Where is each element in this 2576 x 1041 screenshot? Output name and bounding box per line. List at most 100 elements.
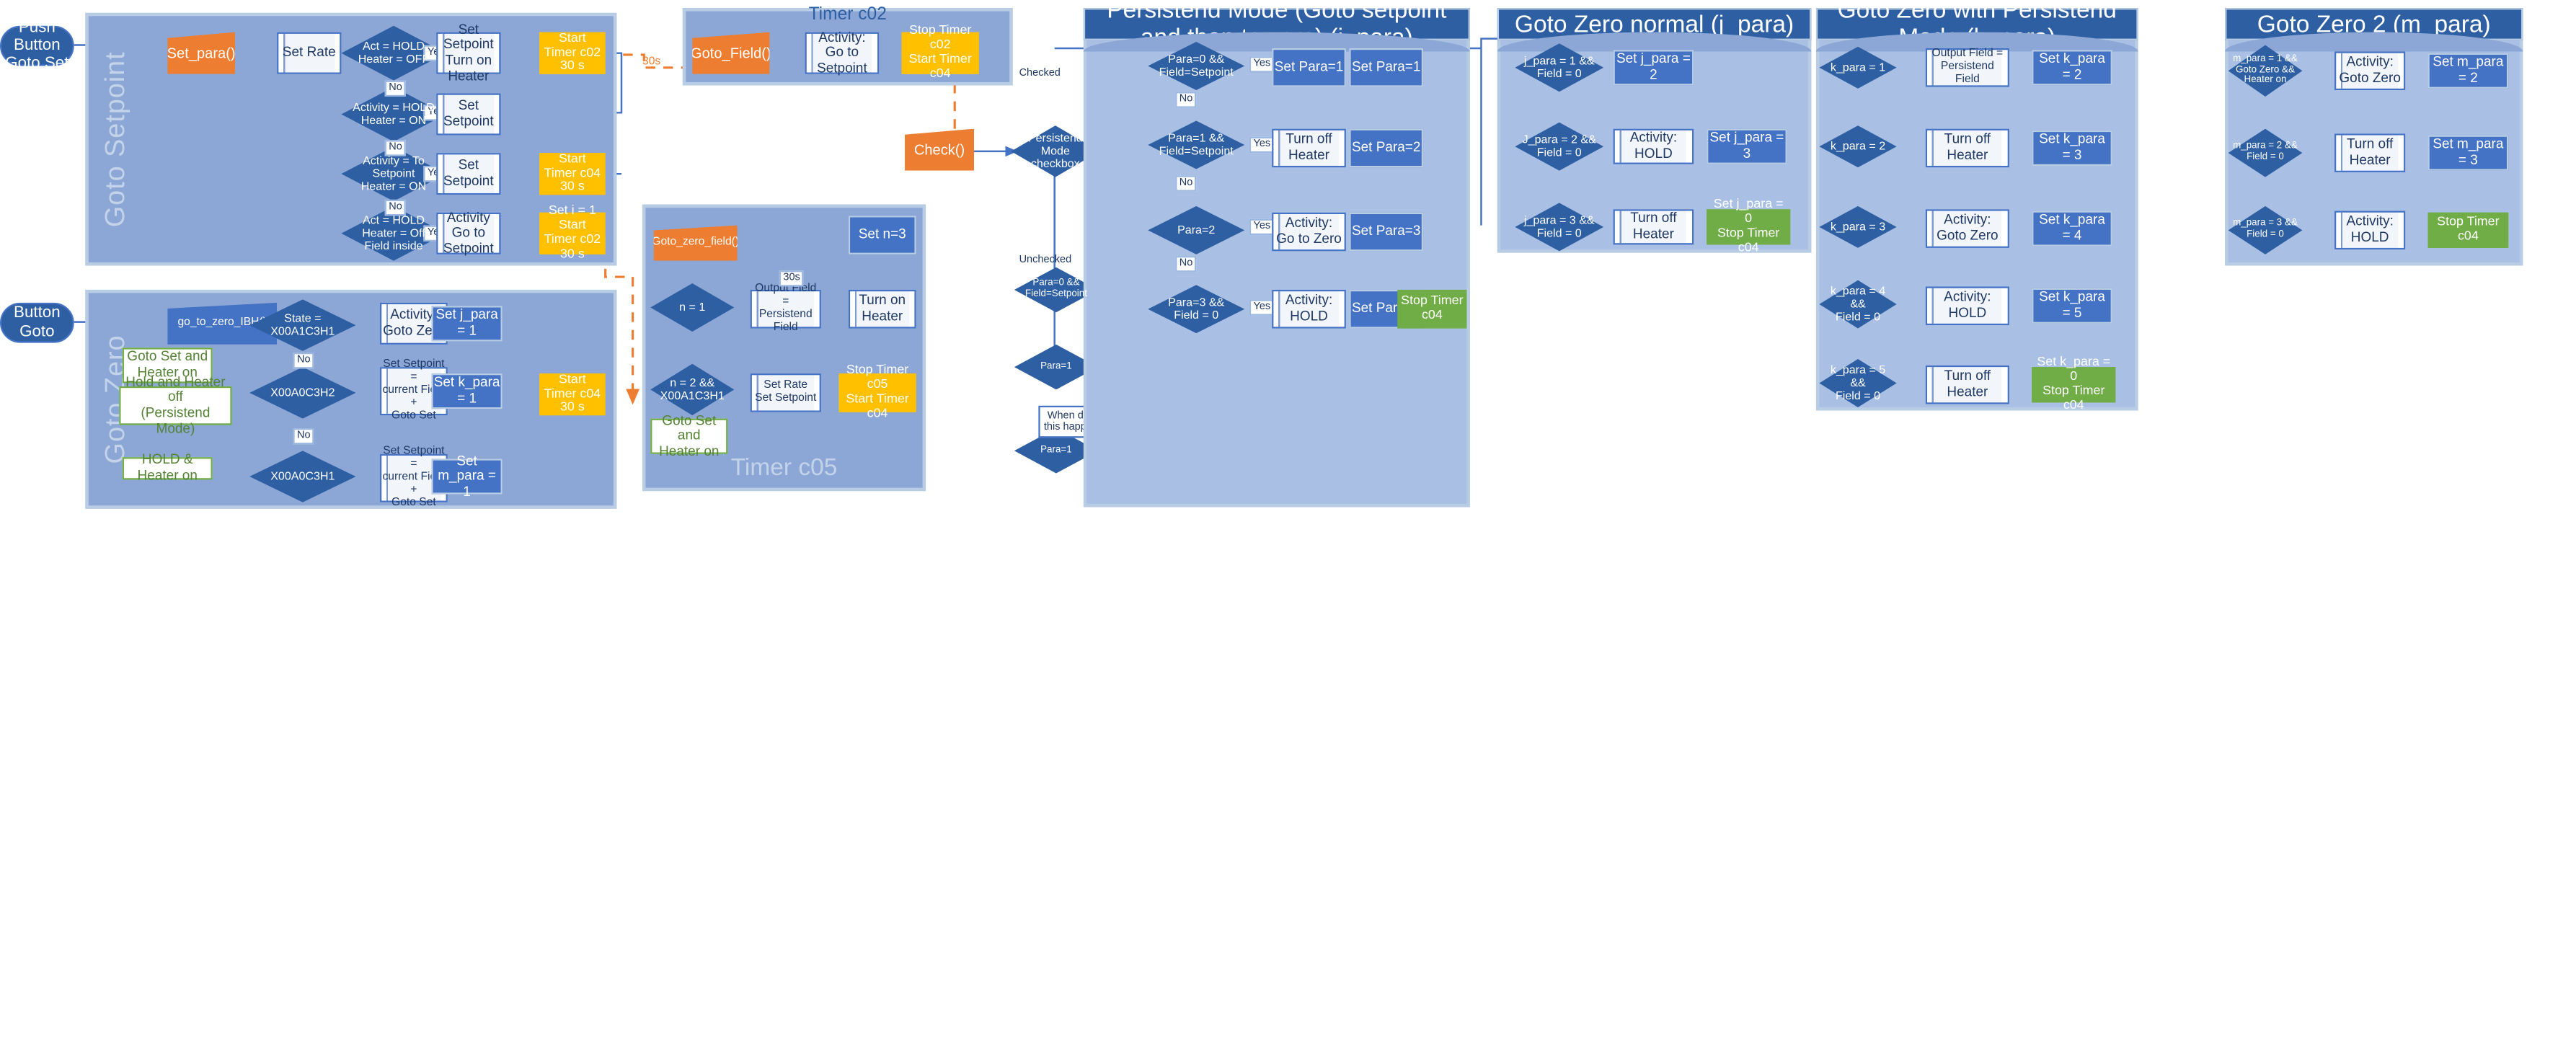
action-set-k-para-3[interactable]: Set k_para = 3 [2032, 130, 2112, 167]
edge-label-no: No [384, 140, 407, 156]
process-set-rate-set-setpoint[interactable]: Set Rate Set Setpoint [750, 373, 821, 412]
process-activity-go-to-setpoint[interactable]: Activity: Go to Setpoint [805, 29, 880, 75]
action-set-para-3[interactable]: Set Para=3 [1349, 212, 1424, 252]
decision-n-equals-1[interactable]: n = 1 [650, 283, 735, 332]
timer-start-timer-c02[interactable]: Start Timer c02 30 s [539, 30, 606, 74]
process-activity-hold[interactable]: Activity: HOLD [1925, 286, 2009, 326]
process-output-field-persistend[interactable]: Output Field = Persistend Field [750, 284, 821, 333]
action-set-k-para-1[interactable]: Set k_para = 1 [431, 373, 503, 409]
pool-timer-c05-title: Timer c05 [730, 453, 838, 482]
decision-j-para-3-field-0[interactable]: j_para = 3 && Field = 0 [1515, 203, 1604, 252]
action-set-j-para-0-stop-timer[interactable]: Set j_para = 0 Stop Timer c04 [1707, 197, 1791, 254]
edge-label-no: No [1175, 256, 1197, 273]
pool-goto-setpoint-title: Goto Setpoint [99, 51, 130, 228]
decision-para-2[interactable]: Para=2 [1148, 205, 1245, 254]
timer-stop-c05-start-c04[interactable]: Stop Timer c05 Start Timer c04 [838, 363, 916, 420]
action-set-m-para-3[interactable]: Set m_para = 3 [2427, 135, 2509, 171]
note-hold-heater-off-persistend: Hold and Heater off (Persistend Mode) [119, 374, 232, 435]
decision-m-para-3-field-0[interactable]: m_para = 3 && Field = 0 [2228, 205, 2303, 254]
decision-para1-field-setpoint[interactable]: Para=1 && Field=Setpoint [1148, 120, 1245, 169]
decision-k-para-1[interactable]: k_para = 1 [1819, 46, 1897, 89]
process-activity-hold[interactable]: Activity: HOLD [1613, 128, 1694, 164]
action-set-j-para-1[interactable]: Set j_para = 1 [431, 306, 503, 342]
timer-start-timer-c04[interactable]: Start Timer c04 30 s [539, 371, 606, 416]
action-set-k-para-2[interactable]: Set k_para = 2 [2032, 50, 2112, 86]
process-turn-on-heater[interactable]: Turn on Heater [848, 289, 916, 329]
process-set-setpoint-turn-on-heater[interactable]: Set Setpoint Turn on Heater [436, 21, 501, 83]
process-set-rate[interactable]: Set Rate [277, 32, 342, 74]
edge-label-unchecked: Unchecked [1019, 254, 1072, 266]
process-turn-off-heater[interactable]: Turn off Heater [2334, 133, 2406, 172]
process-output-field-persistend[interactable]: Output Field = Persistend Field [1925, 48, 2009, 87]
edge-label-checked: Checked [1019, 67, 1061, 79]
decision-m-para-2-field-0[interactable]: m_para = 2 && Field = 0 [2228, 128, 2303, 177]
process-activity-goto-zero[interactable]: Activity: Goto Zero [2334, 51, 2406, 91]
process-activity-goto-zero[interactable]: Activity: Goto Zero [1925, 209, 2009, 248]
process-goto-field-call[interactable]: Goto_Field() [692, 32, 770, 74]
edge-label-no: No [384, 199, 407, 216]
process-turn-off-heater[interactable]: Turn off Heater [1613, 209, 1694, 245]
decision-state-x00a1c3h1[interactable]: State = X00A1C3H1 [249, 299, 356, 351]
edge-label-yes: Yes [1249, 218, 1275, 236]
timer-stop-c02-start-c04[interactable]: Stop Timer c02 Start Timer c04 [901, 23, 979, 80]
action-set-m-para-1[interactable]: Set m_para = 1 [431, 453, 503, 498]
process-set-setpoint[interactable]: Set Setpoint [436, 153, 501, 195]
process-set-setpoint[interactable]: Set Setpoint [436, 93, 501, 136]
edge-label-no: No [1175, 92, 1197, 108]
process-activity-go-to-setpoint[interactable]: Activity Go to Setpoint [436, 209, 501, 255]
decision-act-hold-heater-off[interactable]: Act = HOLD Heater = OFF [341, 25, 446, 81]
edge-label-no: No [1175, 175, 1197, 192]
note-hold-heater-on: HOLD & Heater on [122, 452, 213, 482]
process-goto-zero-field-call[interactable]: Goto_zero_field() [653, 225, 738, 261]
action-stop-timer-c04[interactable]: Stop Timer c04 [2427, 212, 2509, 248]
process-turn-off-heater[interactable]: Turn off Heater [1272, 128, 1346, 168]
decision-x00a0c3h1[interactable]: X00A0C3H1 [249, 451, 356, 502]
pool-timer-c02-title: Timer c02 [808, 4, 887, 25]
action-set-j-para-2[interactable]: Set j_para = 2 [1613, 50, 1694, 86]
decision-k-para-2[interactable]: k_para = 2 [1819, 125, 1897, 168]
action-set-n-3[interactable]: Set n=3 [848, 216, 916, 254]
terminator-push-button-goto-set[interactable]: Push Button Goto Set [0, 19, 74, 73]
timer-start-timer-c04[interactable]: Start Timer c04 30 s [539, 151, 606, 195]
process-check-call[interactable]: Check() [905, 128, 975, 171]
decision-j-para-1-field-0[interactable]: j_para = 1 && Field = 0 [1515, 43, 1604, 92]
terminator-push-button-goto-zero[interactable]: Push Button Goto Zero [0, 287, 74, 358]
action-stop-timer-c04[interactable]: Stop Timer c04 [1397, 289, 1467, 329]
action-set-k-para-0-stop-timer[interactable]: Set k_para = 0 Stop Timer c04 [2032, 355, 2116, 412]
decision-k-para-5-field-0[interactable]: k_para = 5 && Field = 0 [1819, 358, 1897, 407]
decision-x00a0c3h2[interactable]: X00A0C3H2 [249, 367, 356, 419]
note-goto-set-heater-on: Goto Set and Heater on [122, 347, 213, 384]
process-activity-hold[interactable]: Activity: HOLD [1272, 289, 1346, 329]
process-set-para-call[interactable]: Set_para() [167, 32, 236, 74]
action-set-m-para-2[interactable]: Set m_para = 2 [2427, 53, 2509, 89]
decision-act-hold-heater-off-field-inside[interactable]: Act = HOLD Heater = Off Field inside [341, 205, 446, 261]
edge-label-no: No [384, 80, 407, 97]
decision-activity-to-setpoint-heater-on[interactable]: Activity = To Setpoint Heater = ON [341, 146, 446, 202]
process-activity-hold[interactable]: Activity: HOLD [2334, 211, 2406, 250]
action-set-k-para-5[interactable]: Set k_para = 5 [2032, 288, 2112, 324]
decision-para0-field-setpoint[interactable]: Para=0 && Field=Setpoint [1148, 42, 1245, 91]
decision-k-para-3[interactable]: k_para = 3 [1819, 205, 1897, 248]
timer-set-i-start-timer-c02[interactable]: Set i = 1 Start Timer c02 30 s [539, 203, 606, 261]
edge-label-yes: Yes [1249, 56, 1275, 73]
pool-persistent-mode [1083, 8, 1470, 508]
edge-label-yes: Yes [1249, 299, 1275, 316]
edge-label-yes: Yes [1249, 136, 1275, 154]
process-turn-off-heater[interactable]: Turn off Heater [1925, 365, 2009, 404]
decision-m-para-1-goto-zero-heater-on[interactable]: m_para = 1 && Goto Zero && Heater on [2228, 45, 2303, 97]
decision-n-equals-2-state[interactable]: n = 2 && X00A1C3H1 [650, 363, 735, 416]
decision-j-para-2-field-0[interactable]: J_para = 2 && Field = 0 [1515, 122, 1604, 171]
decision-para3-field-0[interactable]: Para=3 && Field = 0 [1148, 285, 1245, 334]
process-turn-off-heater[interactable]: Turn off Heater [1925, 128, 2009, 168]
decision-k-para-4-field-0[interactable]: k_para = 4 && Field = 0 [1819, 280, 1897, 329]
decision-persistend-mode-checkbox[interactable]: Persistend Mode checkbox [1011, 125, 1100, 177]
edge-label-delay-30s: 30s [642, 56, 661, 68]
edge-label-no: No [293, 353, 315, 369]
process-activity-go-to-zero[interactable]: Activity: Go to Zero [1272, 212, 1346, 252]
action-set-para-2[interactable]: Set Para=2 [1349, 128, 1424, 168]
action-set-j-para-3[interactable]: Set j_para = 3 [1707, 128, 1787, 164]
action-set-para-1[interactable]: Set Para=1 [1272, 48, 1346, 87]
action-set-para-1[interactable]: Set Para=1 [1349, 48, 1424, 87]
action-set-k-para-4[interactable]: Set k_para = 4 [2032, 211, 2112, 247]
